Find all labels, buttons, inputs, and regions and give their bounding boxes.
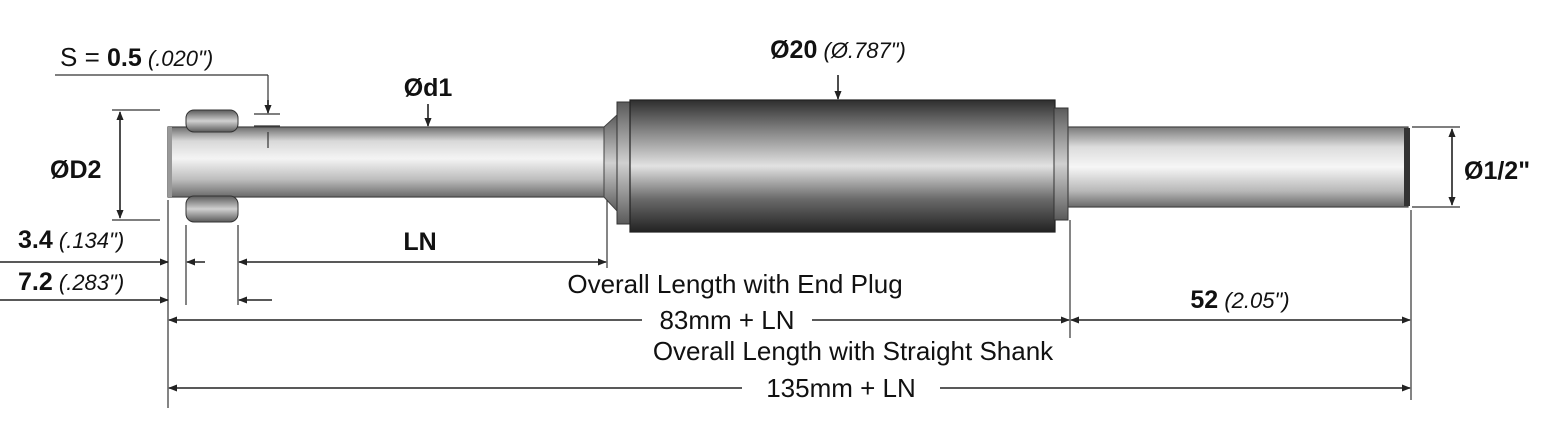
- straight-shank-title: Overall Length with Straight Shank: [653, 336, 1054, 366]
- cylinder-body: [629, 99, 1056, 233]
- ln-label: LN: [403, 228, 436, 256]
- cylinder-diameter-label: Ø20 (Ø.787"): [770, 36, 906, 64]
- s-gap-label: S = 0.5 (.020"): [60, 42, 213, 72]
- extension-lines: [55, 74, 1460, 408]
- shank-diameter-label: Ø1/2": [1464, 157, 1530, 185]
- rod-diameter-label: Ød1: [404, 74, 453, 102]
- gas-spring-body: [167, 99, 1410, 233]
- groove-diameter-label: ØD2: [50, 156, 101, 184]
- dimension-lines: [0, 75, 1456, 392]
- dim-52-label: 52 (2.05"): [1190, 286, 1289, 314]
- end-plug-title: Overall Length with End Plug: [567, 269, 902, 299]
- rod-taper: [603, 112, 619, 214]
- dim-7-2-label: 7.2 (.283"): [18, 268, 124, 296]
- groove-clip-top: [185, 109, 239, 133]
- dim-3-4-label: 3.4 (.134"): [18, 226, 124, 254]
- cylinder-ring-left: [616, 101, 632, 225]
- end-plug-value: 83mm + LN: [659, 305, 794, 335]
- shank-end-face: [1404, 128, 1410, 206]
- shank: [1067, 126, 1409, 208]
- cylinder-ring-right: [1053, 107, 1069, 221]
- rod-end-face: [168, 127, 172, 197]
- straight-shank-value: 135mm + LN: [766, 373, 916, 403]
- piston-rod: [167, 126, 611, 198]
- groove-clip-bottom: [185, 195, 239, 223]
